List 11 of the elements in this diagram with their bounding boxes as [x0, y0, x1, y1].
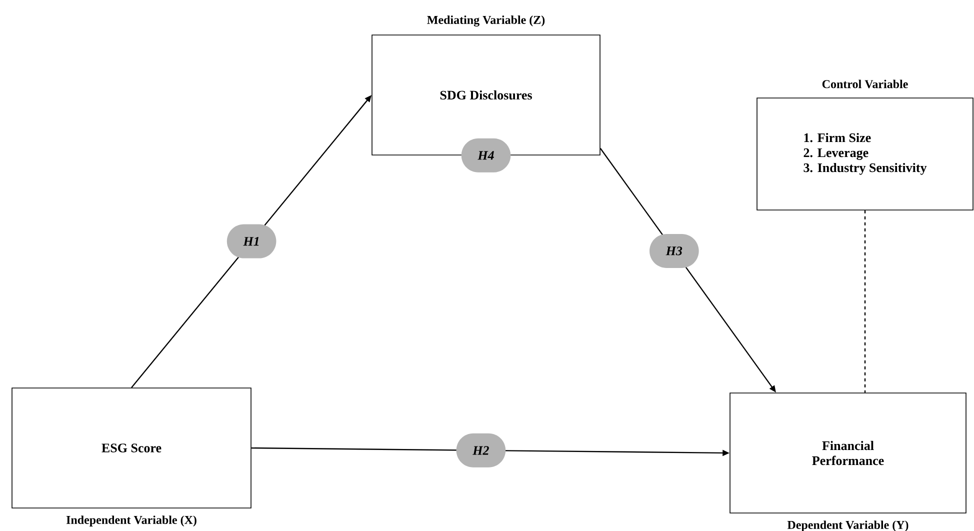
variable-heading: Independent Variable (X): [66, 516, 196, 526]
variable-box: ESG Score: [12, 388, 252, 508]
hypothesis-pill: H1: [226, 224, 276, 258]
variable-heading: Control Variable: [822, 80, 908, 88]
hypothesis-pill: H2: [456, 433, 506, 468]
variable-heading: Mediating Variable (Z): [427, 16, 545, 26]
variable-box: Financial Performance: [730, 392, 966, 514]
variable-box: 1. Firm Size 2. Leverage 3. Industry Sensitivity: [756, 98, 974, 210]
variable-heading: Dependent Variable (Y): [787, 520, 908, 531]
hypothesis-pill: H4: [461, 138, 511, 172]
hypothesis-pill: H3: [650, 234, 699, 268]
